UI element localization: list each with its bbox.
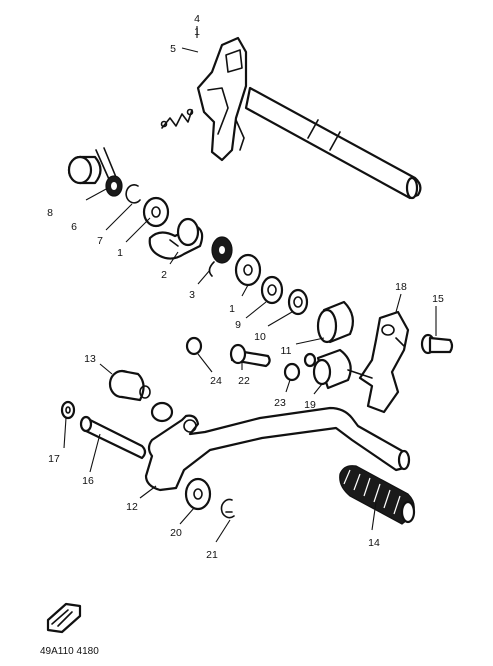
callout-8: 8 (47, 207, 53, 219)
boot-13 (108, 369, 174, 423)
rod-22 (229, 343, 271, 368)
shift-shaft (244, 86, 422, 200)
washer-10 (287, 288, 309, 316)
footrest-rubber-14 (339, 465, 416, 525)
callout-15: 15 (432, 293, 444, 305)
spring-5 (160, 108, 194, 129)
washer-17 (60, 400, 76, 420)
shift-pedal-12 (144, 406, 411, 492)
washer-upper-left (142, 196, 170, 228)
callout-7: 7 (97, 235, 103, 247)
callout-14: 14 (368, 537, 380, 549)
callout-6: 6 (71, 221, 77, 233)
callout-17: 17 (48, 453, 60, 465)
collar-8 (67, 155, 102, 185)
callout-20: 20 (170, 527, 182, 539)
callout-1-mid: 1 (229, 303, 235, 315)
callout-5: 5 (170, 43, 176, 55)
joint-19 (303, 348, 373, 390)
diagram-code: 49A110 4180 (40, 646, 99, 657)
front-direction-icon (46, 602, 82, 634)
torsion-spring-6 (95, 147, 123, 197)
callout-4: 4 (194, 13, 200, 25)
washer-9 (260, 275, 284, 305)
callout-10: 10 (254, 331, 266, 343)
callout-18: 18 (395, 281, 407, 293)
washer-1-right (234, 253, 262, 287)
callout-9: 9 (235, 319, 241, 331)
nut-23 (283, 362, 301, 382)
callout-22: 22 (238, 375, 250, 387)
callout-23: 23 (274, 397, 286, 409)
callout-2: 2 (161, 269, 167, 281)
collar-11 (316, 300, 355, 344)
pin-hook-2 (148, 217, 204, 260)
leader-lines (63, 26, 437, 543)
nut-24 (185, 336, 203, 356)
callout-1-top: 1 (194, 26, 200, 38)
spring-3 (208, 236, 233, 277)
callout-3: 3 (189, 289, 195, 301)
pivot-shaft-16 (79, 415, 147, 460)
callout-16: 16 (82, 475, 94, 487)
callout-12: 12 (126, 501, 138, 513)
circlip-7 (125, 184, 141, 204)
callout-24: 24 (210, 375, 222, 387)
callout-19: 19 (304, 399, 316, 411)
callout-11: 11 (281, 345, 292, 357)
shift-arm (196, 36, 248, 162)
lever-18 (358, 310, 410, 414)
callout-1-left: 1 (117, 247, 123, 259)
bolt-15 (420, 333, 454, 355)
callout-labels: 4 1 5 8 6 7 1 2 3 1 9 10 11 18 15 13 24 … (47, 13, 444, 561)
callout-13: 13 (84, 353, 96, 365)
circlip-21 (220, 498, 235, 519)
washer-20 (184, 477, 212, 511)
callout-21: 21 (206, 549, 218, 561)
